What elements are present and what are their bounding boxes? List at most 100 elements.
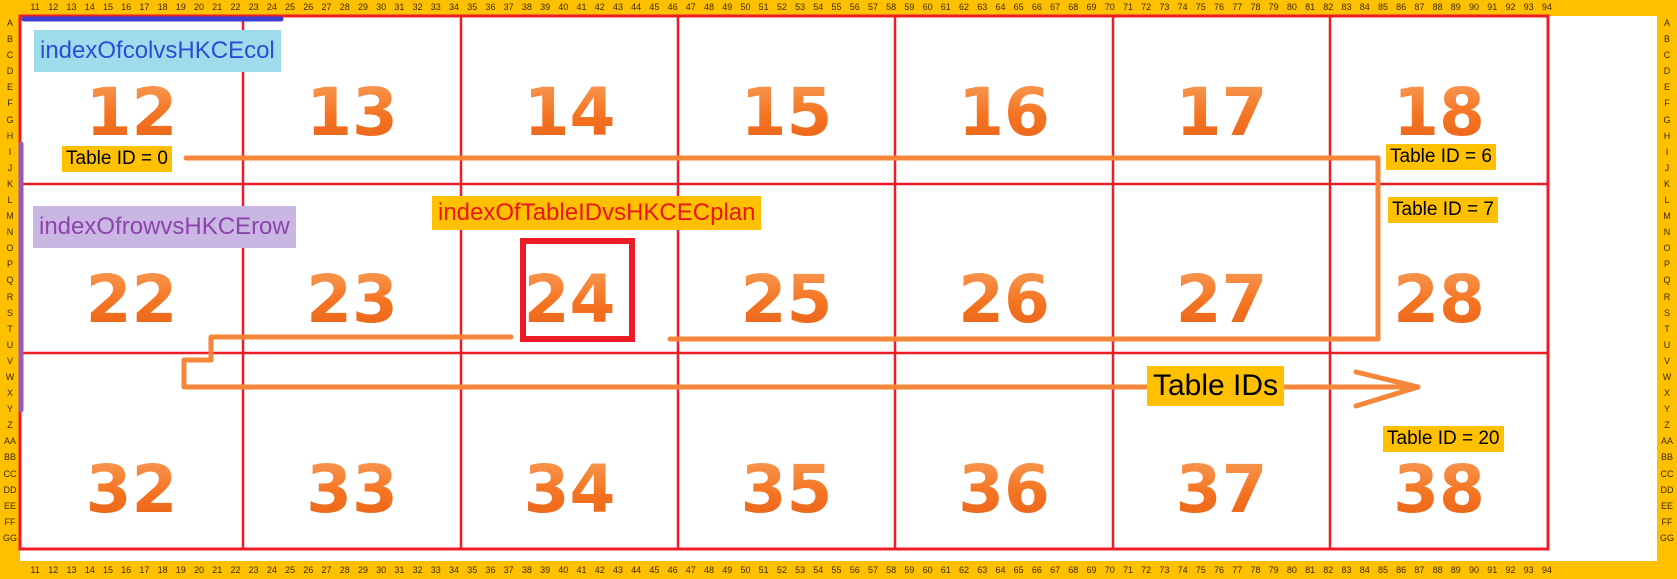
column-tick: 49 [722, 565, 733, 575]
column-tick: 15 [102, 565, 113, 575]
cell-number: 38 [1393, 451, 1485, 528]
row-tick: M [1663, 211, 1671, 222]
column-tick: 56 [849, 565, 860, 575]
row-tick: F [1664, 98, 1670, 109]
row-tick: X [6, 388, 13, 399]
cell-number: 33 [306, 451, 398, 528]
column-tick: 62 [959, 2, 970, 12]
column-tick: 93 [1523, 565, 1534, 575]
column-tick: 94 [1541, 565, 1552, 575]
row-tick: BB [1660, 452, 1673, 463]
row-tick: V [6, 355, 13, 366]
column-tick: 59 [904, 2, 915, 12]
column-tick: 83 [1341, 2, 1352, 12]
column-tick: 82 [1323, 2, 1334, 12]
column-tick: 36 [485, 2, 496, 12]
column-tick: 60 [922, 565, 933, 575]
column-tick: 21 [212, 565, 223, 575]
row-tick: Z [7, 420, 13, 431]
row-tick: R [6, 291, 14, 302]
cell-number: 18 [1393, 74, 1485, 151]
highlight-box [520, 238, 635, 342]
column-tick: 45 [649, 565, 660, 575]
column-tick: 16 [121, 565, 132, 575]
column-tick: 76 [1214, 2, 1225, 12]
col-index-label: indexOfcolvsHKCEcol [34, 30, 281, 72]
row-tick: G [6, 114, 14, 125]
column-tick: 11 [30, 565, 40, 575]
row-tick: C [1663, 50, 1671, 61]
column-tick: 84 [1359, 565, 1370, 575]
column-tick: 52 [776, 565, 787, 575]
table-ids-label: Table IDs [1147, 366, 1285, 406]
column-tick: 23 [248, 565, 259, 575]
cell-number: 15 [741, 74, 833, 151]
cell-number: 26 [958, 261, 1050, 338]
column-tick: 25 [285, 565, 296, 575]
column-tick: 57 [867, 2, 878, 12]
column-tick: 18 [157, 2, 168, 12]
cell-number: 22 [86, 261, 178, 338]
cell-number: 27 [1176, 261, 1268, 338]
column-tick: 66 [1031, 2, 1042, 12]
table-id-6-label: Table ID = 6 [1386, 144, 1496, 170]
column-tick: 61 [940, 2, 951, 12]
column-tick: 43 [612, 565, 623, 575]
cell-number: 28 [1393, 261, 1485, 338]
column-tick: 64 [995, 2, 1006, 12]
column-tick: 71 [1122, 2, 1133, 12]
row-tick: D [6, 66, 14, 77]
column-tick: 68 [1068, 2, 1079, 12]
row-tick: L [1664, 195, 1670, 205]
table-id-path [181, 155, 1421, 390]
column-tick: 78 [1250, 565, 1261, 575]
column-tick: 88 [1432, 2, 1443, 12]
row-tick: W [5, 372, 15, 382]
column-tick: 14 [84, 565, 95, 575]
cell-number: 13 [306, 74, 398, 151]
column-tick: 31 [394, 2, 405, 12]
column-tick: 90 [1469, 2, 1480, 12]
column-tick: 63 [977, 565, 988, 575]
column-tick: 55 [831, 565, 842, 575]
row-tick: B [6, 34, 13, 45]
column-tick: 13 [66, 2, 77, 12]
row-tick: GG [2, 532, 17, 543]
column-tick: 53 [795, 2, 806, 12]
column-tick: 17 [139, 565, 150, 575]
row-tick: A [1663, 18, 1670, 28]
column-tick: 91 [1487, 2, 1498, 12]
column-tick: 86 [1396, 2, 1407, 12]
column-tick: 66 [1031, 565, 1042, 575]
row-tick: J [7, 162, 13, 173]
cell-number: 16 [958, 74, 1050, 151]
row-tick: GG [1659, 532, 1674, 543]
column-tick: 29 [357, 2, 368, 12]
row-tick: Q [6, 275, 14, 286]
column-tick: 59 [904, 565, 915, 575]
column-tick: 62 [959, 565, 970, 575]
row-tick: DD [3, 484, 17, 495]
row-tick: F [7, 98, 13, 109]
row-tick: U [1663, 339, 1671, 350]
cell-number: 32 [86, 451, 178, 528]
cell-number: 23 [306, 261, 398, 338]
column-tick: 74 [1177, 2, 1188, 12]
column-tick: 23 [248, 2, 259, 12]
column-tick: 81 [1305, 2, 1316, 12]
row-tick: Q [1663, 275, 1671, 286]
column-tick: 41 [576, 2, 587, 12]
column-tick: 35 [467, 565, 478, 575]
column-tick: 75 [1195, 565, 1206, 575]
row-tick: N [6, 227, 14, 238]
column-tick: 49 [722, 2, 733, 12]
column-tick: 57 [867, 565, 878, 575]
row-tick: U [6, 339, 14, 350]
column-tick: 34 [449, 565, 460, 575]
column-tick: 89 [1450, 2, 1461, 12]
column-tick: 19 [175, 565, 186, 575]
column-tick: 22 [230, 565, 241, 575]
row-tick: Y [6, 404, 13, 415]
